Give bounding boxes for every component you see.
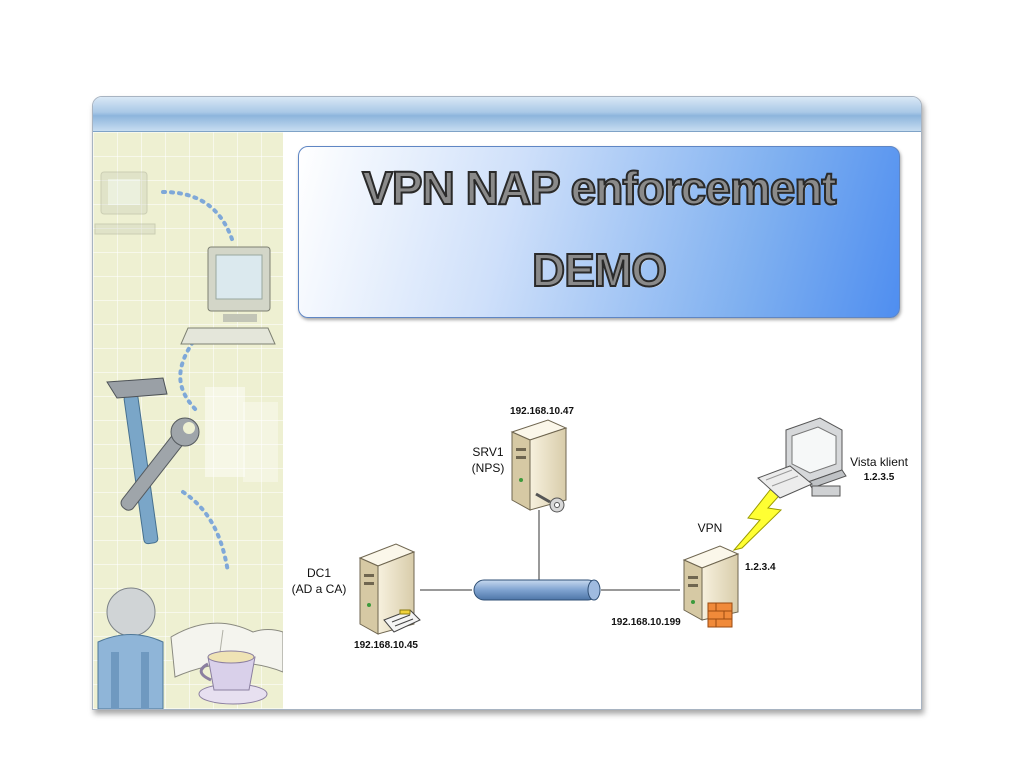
faded-panel-icon	[243, 402, 278, 482]
slide-header-bar	[93, 97, 921, 132]
dotted-path-icon	[178, 340, 200, 414]
certificate-icon	[383, 609, 421, 633]
vista-client-workstation-icon	[757, 417, 847, 499]
srv1-server-icon	[510, 419, 568, 511]
slide-title: VPN NAP enforcement	[361, 161, 838, 215]
slide-subtitle: DEMO	[531, 243, 668, 297]
dc1-role-label: (AD a CA)	[292, 582, 347, 596]
dc1-ip-label: 192.168.10.45	[354, 640, 418, 651]
srv1-ip-label: 192.168.10.47	[510, 406, 574, 417]
dotted-path-icon	[161, 190, 235, 244]
coffee-cup-icon	[198, 650, 268, 705]
vpn-name-label: VPN	[698, 521, 723, 535]
lightning-icon	[732, 487, 788, 551]
dc1-name-label: DC1	[307, 566, 331, 580]
srv1-name-label: SRV1	[472, 445, 503, 459]
dotted-path-icon	[181, 490, 230, 574]
faded-panel-icon	[205, 387, 245, 477]
dc1-server-icon	[358, 543, 416, 635]
firewall-icon	[707, 602, 733, 628]
wrench-icon	[120, 417, 200, 511]
client-name-label: Vista klient	[850, 455, 908, 469]
key-icon	[535, 492, 565, 513]
slide-title-box: VPN NAP enforcement DEMO	[298, 146, 900, 318]
side-illustration	[93, 132, 284, 709]
srv1-role-label: (NPS)	[472, 461, 505, 475]
person-icon	[97, 587, 164, 709]
client-ip-label: 1.2.3.5	[864, 472, 895, 483]
network-bus-icon	[473, 579, 601, 601]
hammer-icon	[106, 377, 168, 545]
computer-icon	[180, 246, 276, 345]
vpn-public-ip-label: 1.2.3.4	[745, 562, 776, 573]
faded-computer-icon	[94, 171, 156, 235]
vpn-internal-ip-label: 192.168.10.199	[611, 617, 681, 628]
side-illustration-graphic	[94, 171, 284, 709]
